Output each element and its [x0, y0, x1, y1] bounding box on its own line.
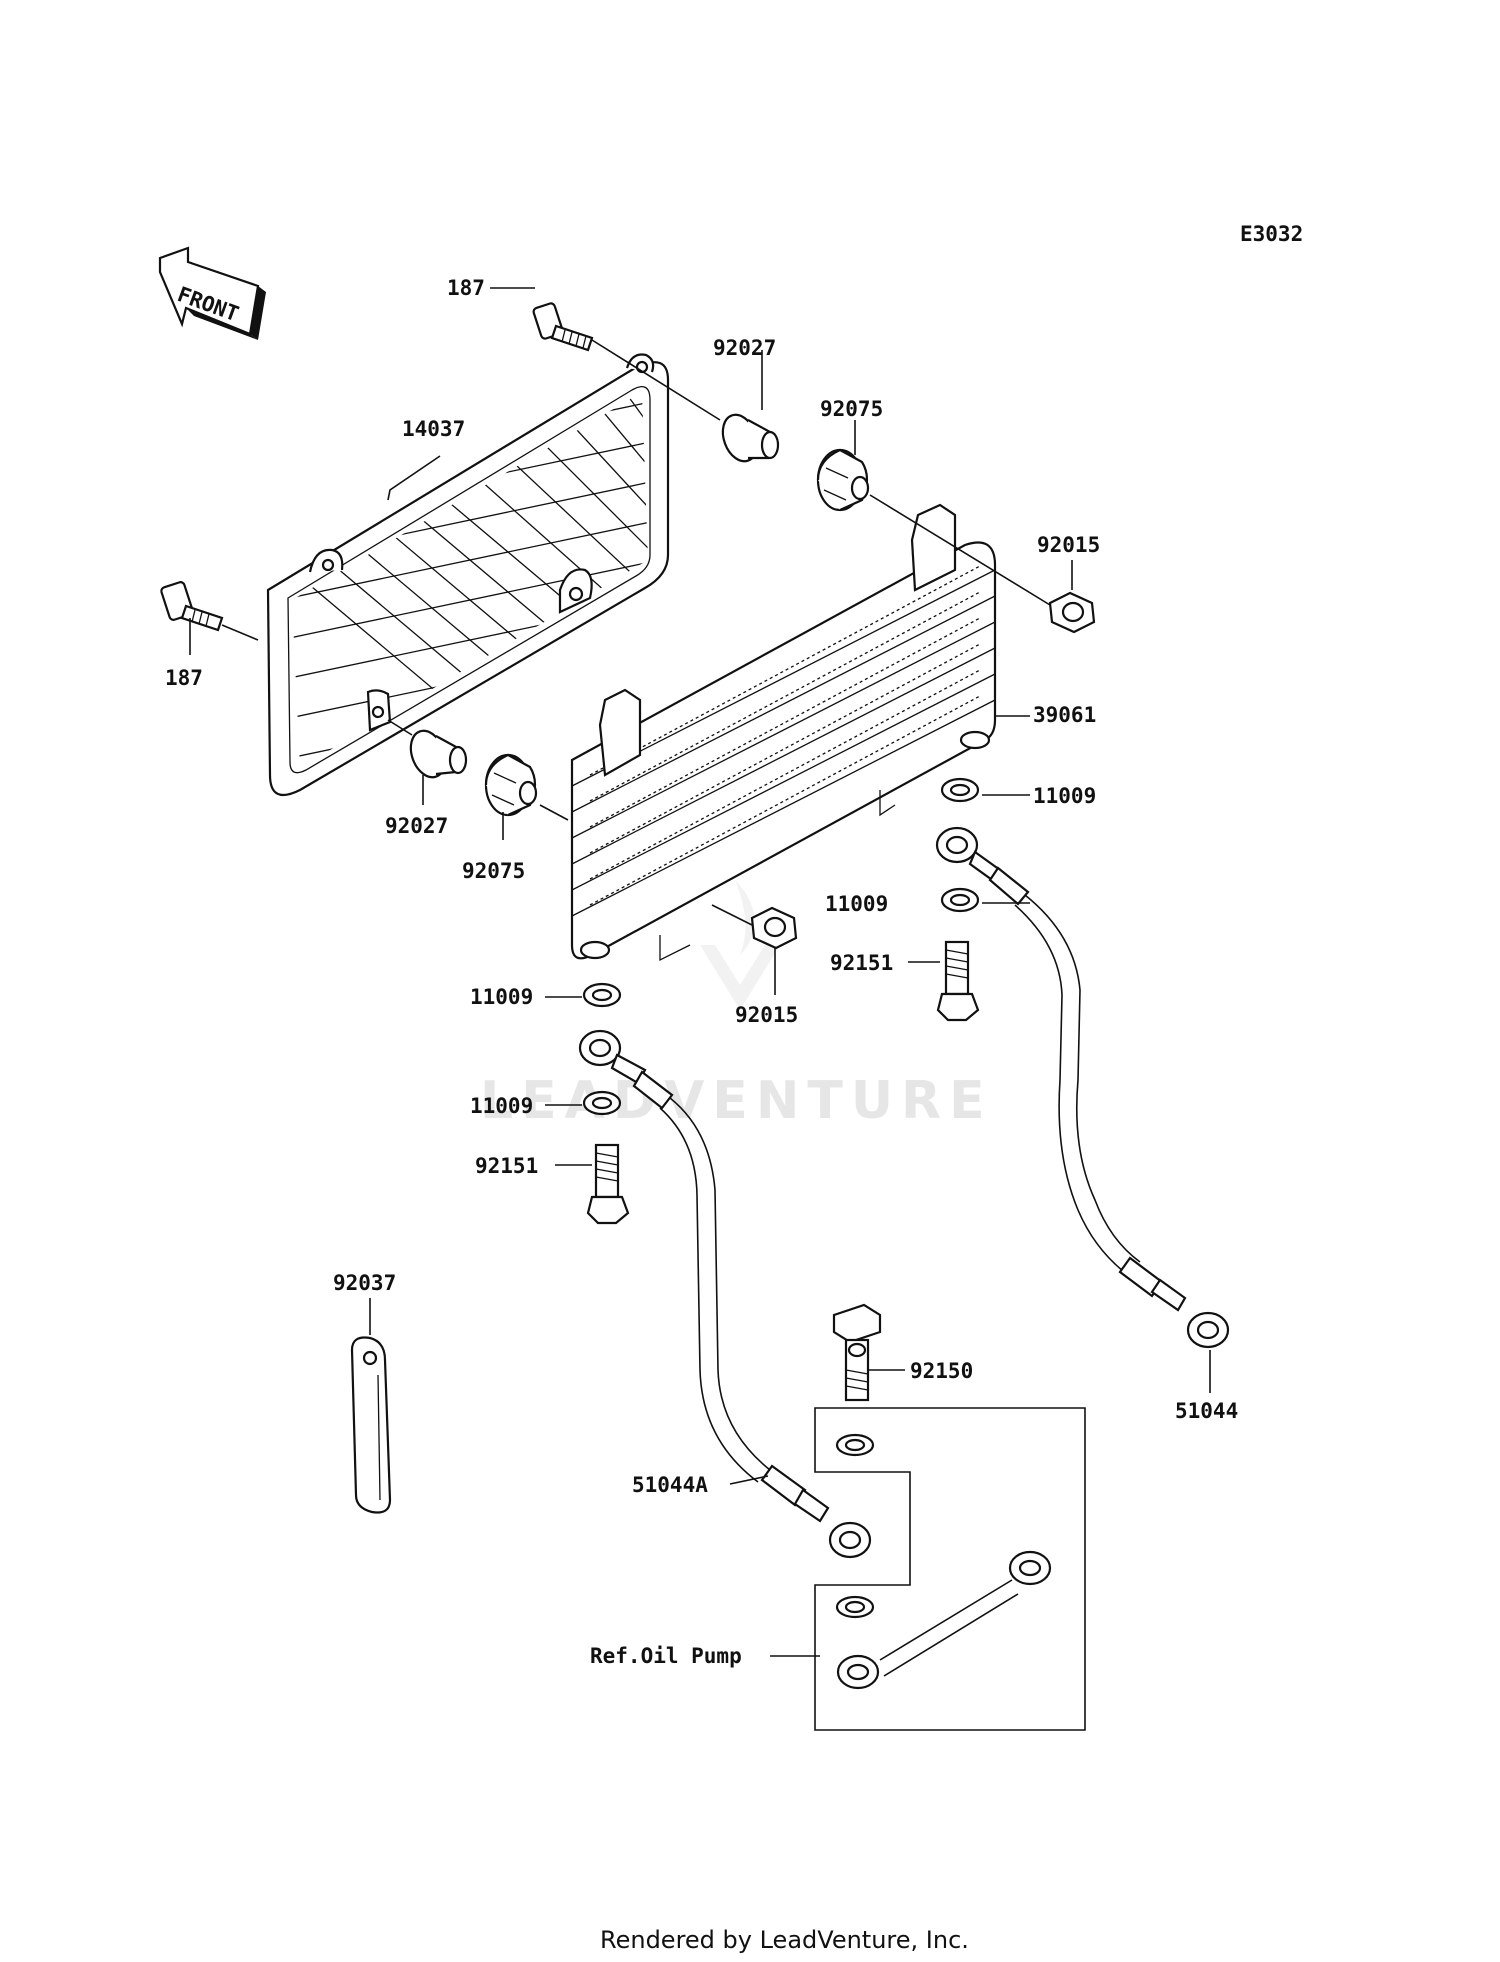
diagram-code: E3032: [1240, 222, 1303, 246]
hose-51044A: [578, 1029, 872, 1559]
damper-92075-left: [484, 753, 538, 817]
watermark-logo: [700, 880, 780, 1010]
label-banjo-bolt-92151-left: 92151: [475, 1154, 538, 1178]
label-nut-92015-top: 92015: [1037, 533, 1100, 557]
clamp-92037: [350, 1336, 392, 1514]
banjo-bolt-92150: [832, 1303, 882, 1402]
label-clamp-92037: 92037: [333, 1271, 396, 1295]
collar-92027-left: [409, 729, 468, 779]
label-gasket-11009-left-1: 11009: [470, 985, 533, 1009]
label-gasket-11009-left-2: 11009: [470, 1094, 533, 1118]
bolt-187-left: [160, 581, 224, 632]
collar-92027-top: [721, 413, 780, 463]
label-banjo-bolt-92151-right: 92151: [830, 951, 893, 975]
label-nut-92015-bottom: 92015: [735, 1003, 798, 1027]
label-bolt-187-left: 187: [165, 666, 203, 690]
label-gasket-11009-right-1: 11009: [1033, 784, 1096, 808]
damper-92075-top: [816, 448, 870, 512]
label-bolt-187-top: 187: [447, 276, 485, 300]
banjo-bolt-92151-left: [586, 1143, 630, 1225]
watermark-text: LEADVENTURE: [480, 1071, 993, 1131]
label-hose-51044A: 51044A: [632, 1473, 708, 1497]
label-damper-92075-left: 92075: [462, 859, 525, 883]
bolt-187-top: [532, 302, 594, 352]
label-oil-cooler-39061: 39061: [1033, 703, 1096, 727]
footer-credit: Rendered by LeadVenture, Inc.: [600, 1926, 969, 1954]
oil-cooler-39061: [570, 503, 997, 962]
label-collar-92027-left: 92027: [385, 814, 448, 838]
label-banjo-bolt-92150: 92150: [910, 1359, 973, 1383]
label-damper-92075-top: 92075: [820, 397, 883, 421]
leader-lines: [189, 287, 1211, 1657]
gasket-11009-right-2: [940, 887, 980, 913]
banjo-bolt-92151-right: [936, 940, 980, 1022]
part-labels: 187 92027 92075 14037 92015 187 39061 11…: [165, 276, 1238, 1668]
gasket-11009-right-1: [940, 777, 980, 803]
label-collar-92027-top: 92027: [713, 336, 776, 360]
label-hose-51044: 51044: [1175, 1399, 1238, 1423]
label-ref-oil-pump: Ref.Oil Pump: [590, 1644, 742, 1668]
nut-92015-bottom: [750, 906, 798, 950]
hose-51044: [935, 826, 1230, 1349]
front-arrow-icon: FRONT: [158, 246, 266, 340]
nut-92015-top: [1048, 591, 1096, 634]
ref-oil-pump-box: [814, 1407, 1086, 1731]
gasket-11009-left-1: [582, 982, 622, 1008]
label-gasket-11009-right-2: 11009: [825, 892, 888, 916]
gasket-11009-left-2: [582, 1090, 622, 1116]
label-screen-14037: 14037: [402, 417, 465, 441]
